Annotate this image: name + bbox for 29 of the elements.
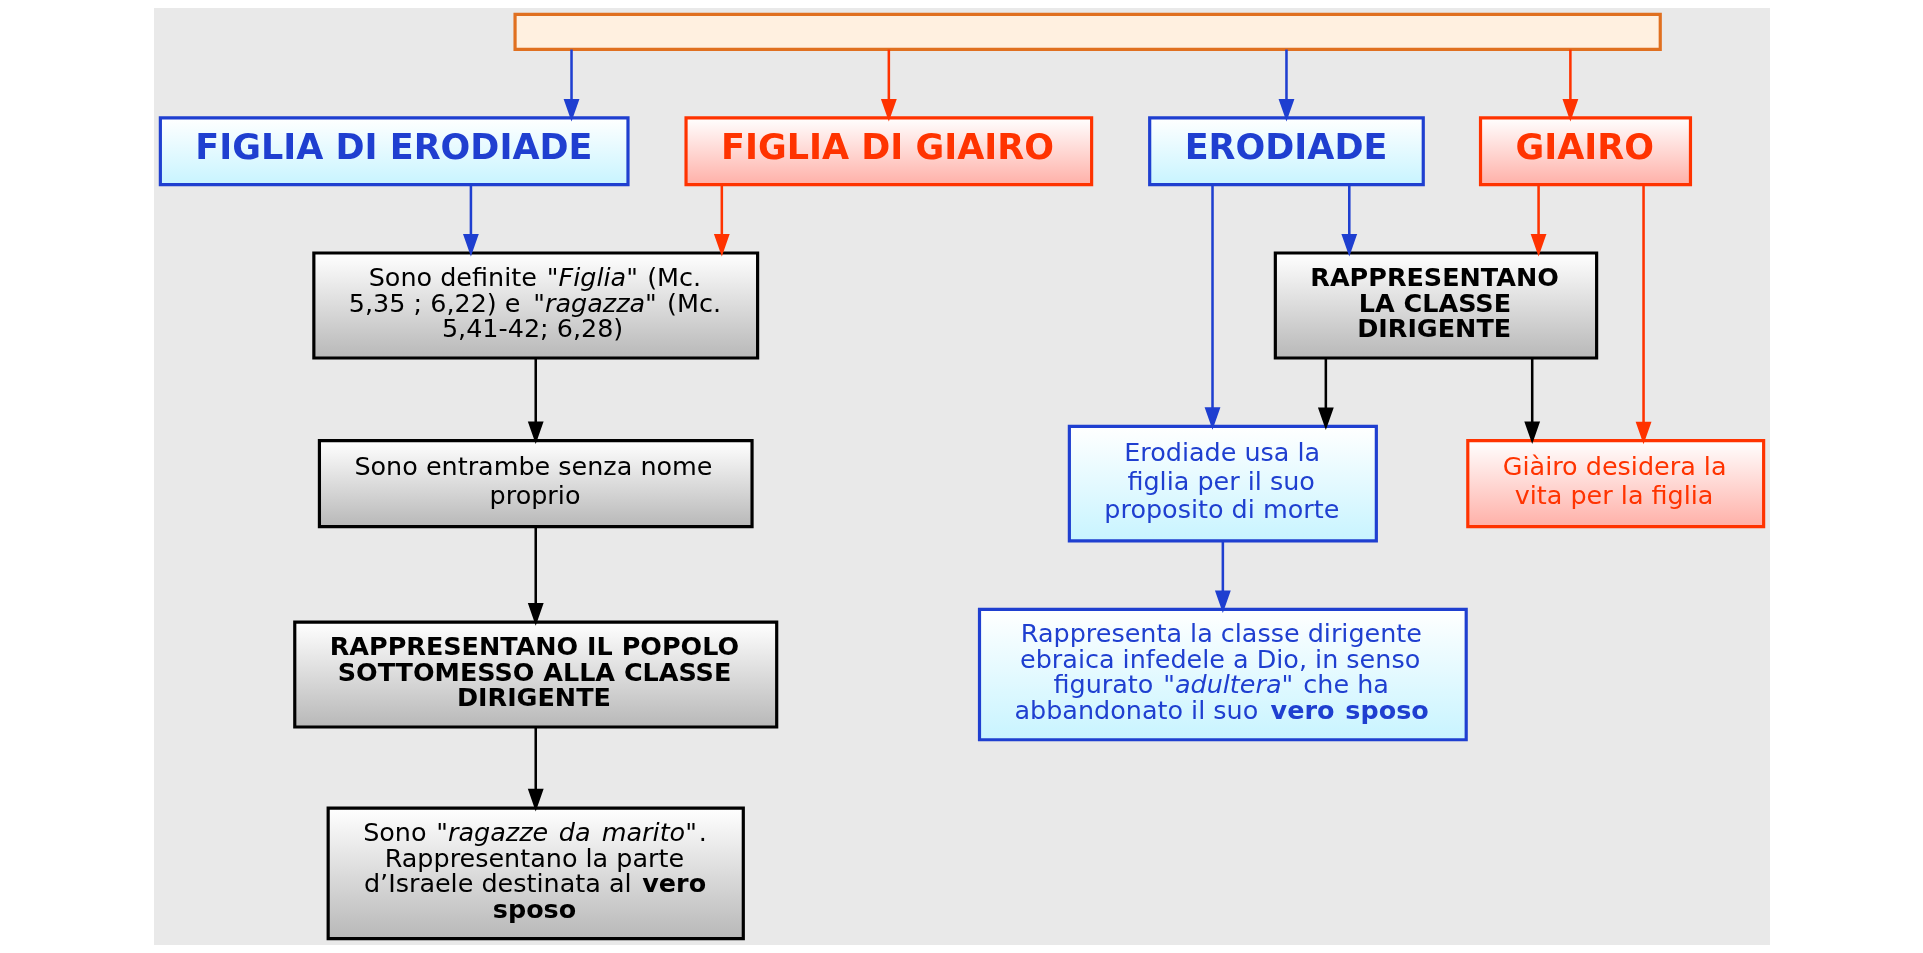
arrow: [527, 526, 544, 626]
arrow: [1204, 184, 1220, 430]
node-box: FIGLIA DI GIAIRO: [683, 116, 1093, 187]
arrow: [1561, 49, 1578, 122]
node-box: Rappresenta la classe dirigente ebraica infedele a Dio, in senso figurato "adultera" che ha abbandonato il suo vero sposo: [977, 607, 1468, 742]
arrow: [1340, 184, 1357, 257]
node-box: RAPPRESENTANO LA CLASSE DIRIGENTE: [1273, 251, 1598, 360]
node-box: FIGLIA DI ERODIADE: [158, 116, 630, 187]
arrow: [713, 184, 730, 257]
node-box: Erodiade usa la figlia per il suo proposito di morte: [1067, 424, 1378, 543]
arrow: [1214, 540, 1231, 614]
node-box: ERODIADE: [1147, 116, 1425, 187]
arrow: [563, 49, 579, 122]
node-box: Sono "ragazze da marito". Rappresentano la parte d’Israele destinata al vero sposo: [326, 806, 745, 941]
arrow: [527, 727, 544, 812]
arrow: [462, 184, 479, 257]
arrow: [1530, 184, 1546, 257]
node-box: Sono definite "Figlia" (Mc. 5,35 ; 6,22) e "ragazza" (Mc. 5,41-42; 6,28): [311, 251, 759, 360]
arrow: [527, 358, 544, 445]
node-box: Sono entrambe senza nome proprio: [317, 439, 754, 529]
node-box: GIAIRO: [1478, 116, 1692, 187]
arrow: [1278, 49, 1294, 122]
arrow: [1317, 358, 1334, 431]
node-box: RAPPRESENTANO IL POPOLO SOTTOMESSO ALLA CLASSE DIRIGENTE: [292, 620, 778, 729]
node-box: [512, 12, 1662, 52]
arrow: [1635, 184, 1651, 445]
arrow: [880, 49, 897, 122]
node-box: Giàiro desidera la vita per la figlia: [1465, 439, 1765, 529]
arrow: [1523, 358, 1540, 445]
